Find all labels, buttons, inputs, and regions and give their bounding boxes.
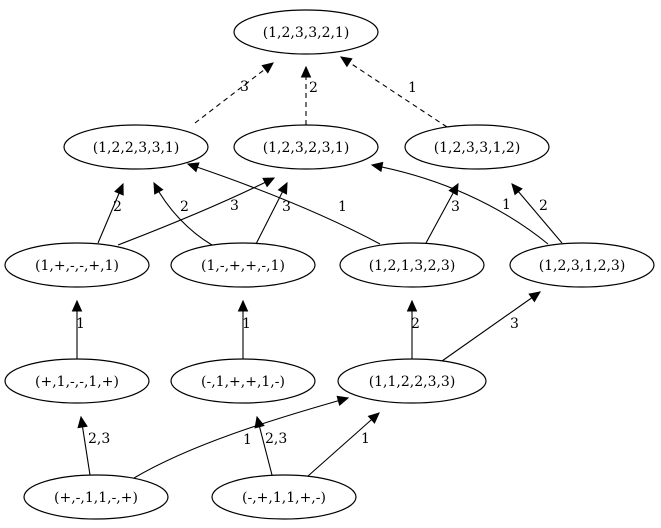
node-c2: (-,1,+,+,1,-) [170, 358, 316, 404]
arrowhead [237, 299, 249, 312]
arrowhead [77, 415, 88, 429]
edge-label: 3 [230, 198, 239, 214]
edge-label: 2 [180, 199, 189, 215]
edge-label: 2 [309, 80, 318, 96]
edge-b2-a2: 3 [255, 181, 291, 245]
arrowhead [528, 291, 542, 303]
arrowhead [300, 65, 312, 78]
edge-b1-a2: 3 [117, 177, 276, 246]
edge-d1-c3: 1 [133, 395, 350, 479]
node-b4-label: (1,2,3,1,2,3) [539, 258, 626, 274]
node-b2: (1,-,+,+,-,1) [170, 242, 316, 288]
node-c3-label: (1,1,2,2,3,3) [369, 374, 456, 390]
edge-b2-a1: 2 [153, 181, 213, 246]
edge-label: 1 [408, 80, 417, 96]
edge-label: 2 [539, 198, 548, 214]
node-a2-label: (1,2,3,2,3,1) [263, 140, 350, 156]
node-c3: (1,1,2,2,3,3) [337, 358, 487, 404]
edge-label: 2,3 [265, 431, 287, 447]
arrowhead [339, 56, 353, 68]
arrowhead [153, 181, 164, 195]
edge-b3-a1: 1 [186, 162, 381, 245]
edge-label: 3 [451, 199, 460, 215]
edge-c3-b3: 2 [406, 299, 420, 359]
edge-label: 1 [76, 316, 85, 332]
node-c1: (+,1,-,-,1,+) [4, 358, 150, 404]
edge-label: 3 [282, 199, 291, 215]
edge-a3-top: 1 [339, 56, 448, 128]
node-b1: (1,+,-,-,+,1) [4, 242, 150, 288]
arrowhead [336, 395, 350, 406]
edge-label: 2,3 [88, 431, 110, 447]
edge-label: 1 [338, 199, 347, 215]
edge-label: 1 [361, 431, 370, 447]
node-b2-label: (1,-,+,+,-,1) [201, 258, 285, 274]
edge-label: 1 [502, 197, 511, 213]
node-top: (1,2,3,3,2,1) [233, 9, 379, 55]
edge-d2-c2: 2,3 [254, 415, 287, 476]
node-a3: (1,2,3,3,1,2) [404, 124, 550, 170]
node-d1: (+,-,1,1,-,+) [23, 474, 169, 520]
node-b4: (1,2,3,1,2,3) [509, 242, 655, 288]
edge-d2-c3: 1 [307, 412, 380, 477]
node-b3: (1,2,1,3,2,3) [339, 242, 485, 288]
edge-a2-top: 2 [300, 65, 318, 125]
node-a3-label: (1,2,3,3,1,2) [434, 140, 521, 156]
arrowhead [186, 162, 200, 173]
arrowhead [448, 182, 459, 196]
node-c2-label: (-,1,+,+,1,-) [201, 374, 285, 390]
node-b3-label: (1,2,1,3,2,3) [369, 258, 456, 274]
edge-d1-c1: 2,3 [77, 415, 110, 476]
node-d1-label: (+,-,1,1,-,+) [54, 490, 138, 506]
edge-b3-a3: 3 [425, 182, 460, 244]
arrowhead [367, 412, 380, 424]
node-d2: (-,+,1,1,+,-) [211, 474, 357, 520]
arrowhead [406, 299, 418, 312]
edge-c1-b1: 1 [71, 299, 85, 359]
node-c1-label: (+,1,-,-,1,+) [35, 374, 119, 390]
node-d2-label: (-,+,1,1,+,-) [242, 490, 326, 506]
edge-label: 1 [243, 432, 252, 448]
arrowhead [277, 181, 288, 195]
node-a2: (1,2,3,2,3,1) [233, 124, 379, 170]
edge-b4-a3: 2 [511, 183, 563, 244]
arrowhead [261, 62, 274, 74]
arrowhead [71, 299, 83, 312]
edge-b1-a1: 2 [97, 182, 124, 244]
arrowhead [254, 415, 265, 429]
node-a1-label: (1,2,2,3,3,1) [93, 140, 180, 156]
edge-c3-b4: 3 [441, 291, 542, 362]
arrowhead [114, 182, 124, 196]
edge-label: 2 [411, 316, 420, 332]
edge-b4-a2: 1 [370, 161, 549, 245]
edge-label: 3 [510, 316, 519, 332]
edge-c2-b2: 1 [237, 299, 251, 359]
node-top-label: (1,2,3,3,2,1) [263, 25, 350, 41]
edge-label: 2 [113, 199, 122, 215]
edge-a1-top: 3 [194, 62, 274, 124]
node-a1: (1,2,2,3,3,1) [63, 124, 209, 170]
arrowhead [511, 183, 523, 196]
arrowhead [370, 161, 384, 173]
edge-label: 1 [242, 316, 251, 332]
edge-label: 3 [240, 79, 249, 95]
arrowhead [262, 177, 276, 188]
node-b1-label: (1,+,-,-,+,1) [35, 258, 119, 274]
